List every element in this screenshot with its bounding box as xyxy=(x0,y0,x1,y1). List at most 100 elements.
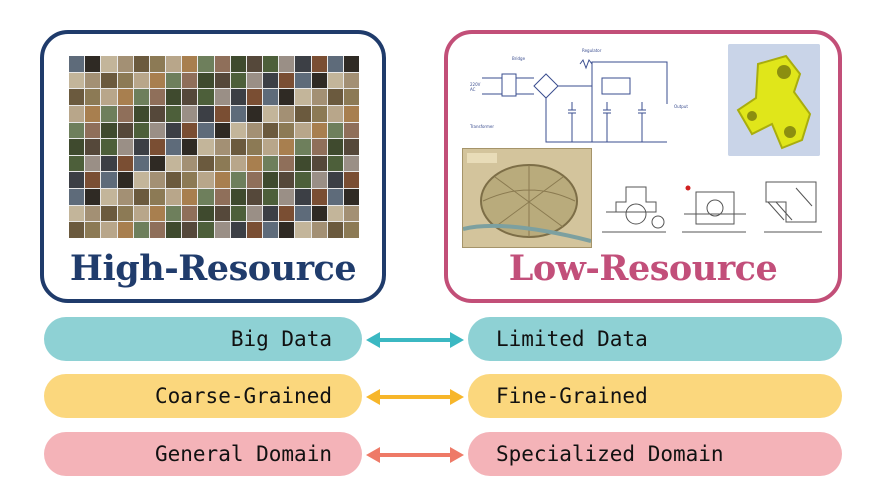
mosaic-tile xyxy=(311,139,327,155)
mosaic-tile xyxy=(101,56,117,72)
mosaic-tile xyxy=(198,155,214,172)
mosaic-tile xyxy=(85,222,101,238)
mosaic-tile xyxy=(166,222,182,238)
mosaic-tile xyxy=(69,122,85,139)
mosaic-tile xyxy=(295,205,311,222)
mosaic-tile xyxy=(327,139,343,155)
mosaic-tile xyxy=(327,56,343,72)
natural-image-mosaic xyxy=(69,56,359,238)
limited-data-label: Limited Data xyxy=(496,327,648,351)
coarse-grained-label: Coarse-Grained xyxy=(154,384,332,408)
mosaic-tile xyxy=(149,122,165,139)
mosaic-tile xyxy=(343,189,359,205)
mosaic-tile xyxy=(246,56,262,72)
mosaic-tile xyxy=(117,139,133,155)
mosaic-tile xyxy=(263,56,279,72)
low-resource-title: Low-Resource xyxy=(508,248,778,289)
mosaic-tile xyxy=(101,189,117,205)
mosaic-tile xyxy=(311,56,327,72)
mosaic-tile xyxy=(182,205,198,222)
mosaic-tile xyxy=(263,89,279,105)
mosaic-tile xyxy=(343,105,359,122)
mosaic-tile xyxy=(101,89,117,105)
mosaic-tile xyxy=(85,72,101,89)
mosaic-tile xyxy=(214,56,230,72)
mosaic-tile xyxy=(133,189,149,205)
mosaic-tile xyxy=(85,139,101,155)
mosaic-tile xyxy=(295,122,311,139)
mosaic-tile xyxy=(246,72,262,89)
mosaic-tile xyxy=(85,89,101,105)
svg-text:Output: Output xyxy=(674,104,688,109)
mosaic-tile xyxy=(101,205,117,222)
mosaic-tile xyxy=(230,89,246,105)
mosaic-tile xyxy=(101,139,117,155)
mosaic-tile xyxy=(85,189,101,205)
mosaic-tile xyxy=(149,205,165,222)
mosaic-tile xyxy=(149,155,165,172)
mosaic-tile xyxy=(246,122,262,139)
mosaic-tile xyxy=(69,89,85,105)
mosaic-tile xyxy=(117,172,133,189)
mosaic-tile xyxy=(214,205,230,222)
svg-text:Transformer: Transformer xyxy=(469,124,494,129)
mosaic-tile xyxy=(69,105,85,122)
mosaic-tile xyxy=(214,155,230,172)
mosaic-tile xyxy=(327,105,343,122)
mosaic-tile xyxy=(214,172,230,189)
mosaic-tile xyxy=(246,155,262,172)
mosaic-tile xyxy=(279,189,295,205)
mosaic-tile xyxy=(149,56,165,72)
mosaic-tile xyxy=(182,139,198,155)
mosaic-tile xyxy=(263,189,279,205)
mosaic-tile xyxy=(295,222,311,238)
svg-text:Bridge: Bridge xyxy=(512,56,526,61)
mosaic-tile xyxy=(69,56,85,72)
coarse-grained-pill: Coarse-Grained xyxy=(44,374,362,418)
mosaic-tile xyxy=(246,222,262,238)
mosaic-tile xyxy=(117,89,133,105)
mosaic-tile xyxy=(279,205,295,222)
mosaic-tile xyxy=(101,222,117,238)
mosaic-tile xyxy=(263,222,279,238)
mosaic-tile xyxy=(198,189,214,205)
mosaic-tile xyxy=(279,155,295,172)
general-domain-label: General Domain xyxy=(154,442,332,466)
mosaic-tile xyxy=(343,56,359,72)
mosaic-tile xyxy=(295,172,311,189)
mosaic-tile xyxy=(230,72,246,89)
mosaic-tile xyxy=(149,72,165,89)
mosaic-tile xyxy=(69,172,85,189)
mosaic-tile xyxy=(230,105,246,122)
mosaic-tile xyxy=(117,189,133,205)
mosaic-tile xyxy=(311,105,327,122)
mosaic-tile xyxy=(133,155,149,172)
mosaic-tile xyxy=(166,122,182,139)
mosaic-tile xyxy=(279,222,295,238)
mosaic-tile xyxy=(69,139,85,155)
limited-data-pill: Limited Data xyxy=(468,317,842,361)
mosaic-tile xyxy=(69,222,85,238)
mosaic-tile xyxy=(133,222,149,238)
mosaic-tile xyxy=(166,155,182,172)
svg-text:Regulator: Regulator xyxy=(582,48,602,53)
mosaic-tile xyxy=(279,122,295,139)
mosaic-tile xyxy=(327,122,343,139)
mosaic-tile xyxy=(182,56,198,72)
mosaic-tile xyxy=(133,205,149,222)
mosaic-tile xyxy=(182,172,198,189)
mosaic-tile xyxy=(263,72,279,89)
mosaic-tile xyxy=(295,72,311,89)
mosaic-tile xyxy=(311,172,327,189)
mosaic-tile xyxy=(182,105,198,122)
mosaic-tile xyxy=(343,72,359,89)
mosaic-tile xyxy=(133,105,149,122)
mosaic-tile xyxy=(198,72,214,89)
mosaic-tile xyxy=(101,105,117,122)
mosaic-tile xyxy=(101,155,117,172)
mosaic-tile xyxy=(166,72,182,89)
mosaic-tile xyxy=(69,155,85,172)
mosaic-tile xyxy=(166,189,182,205)
mosaic-tile xyxy=(311,155,327,172)
